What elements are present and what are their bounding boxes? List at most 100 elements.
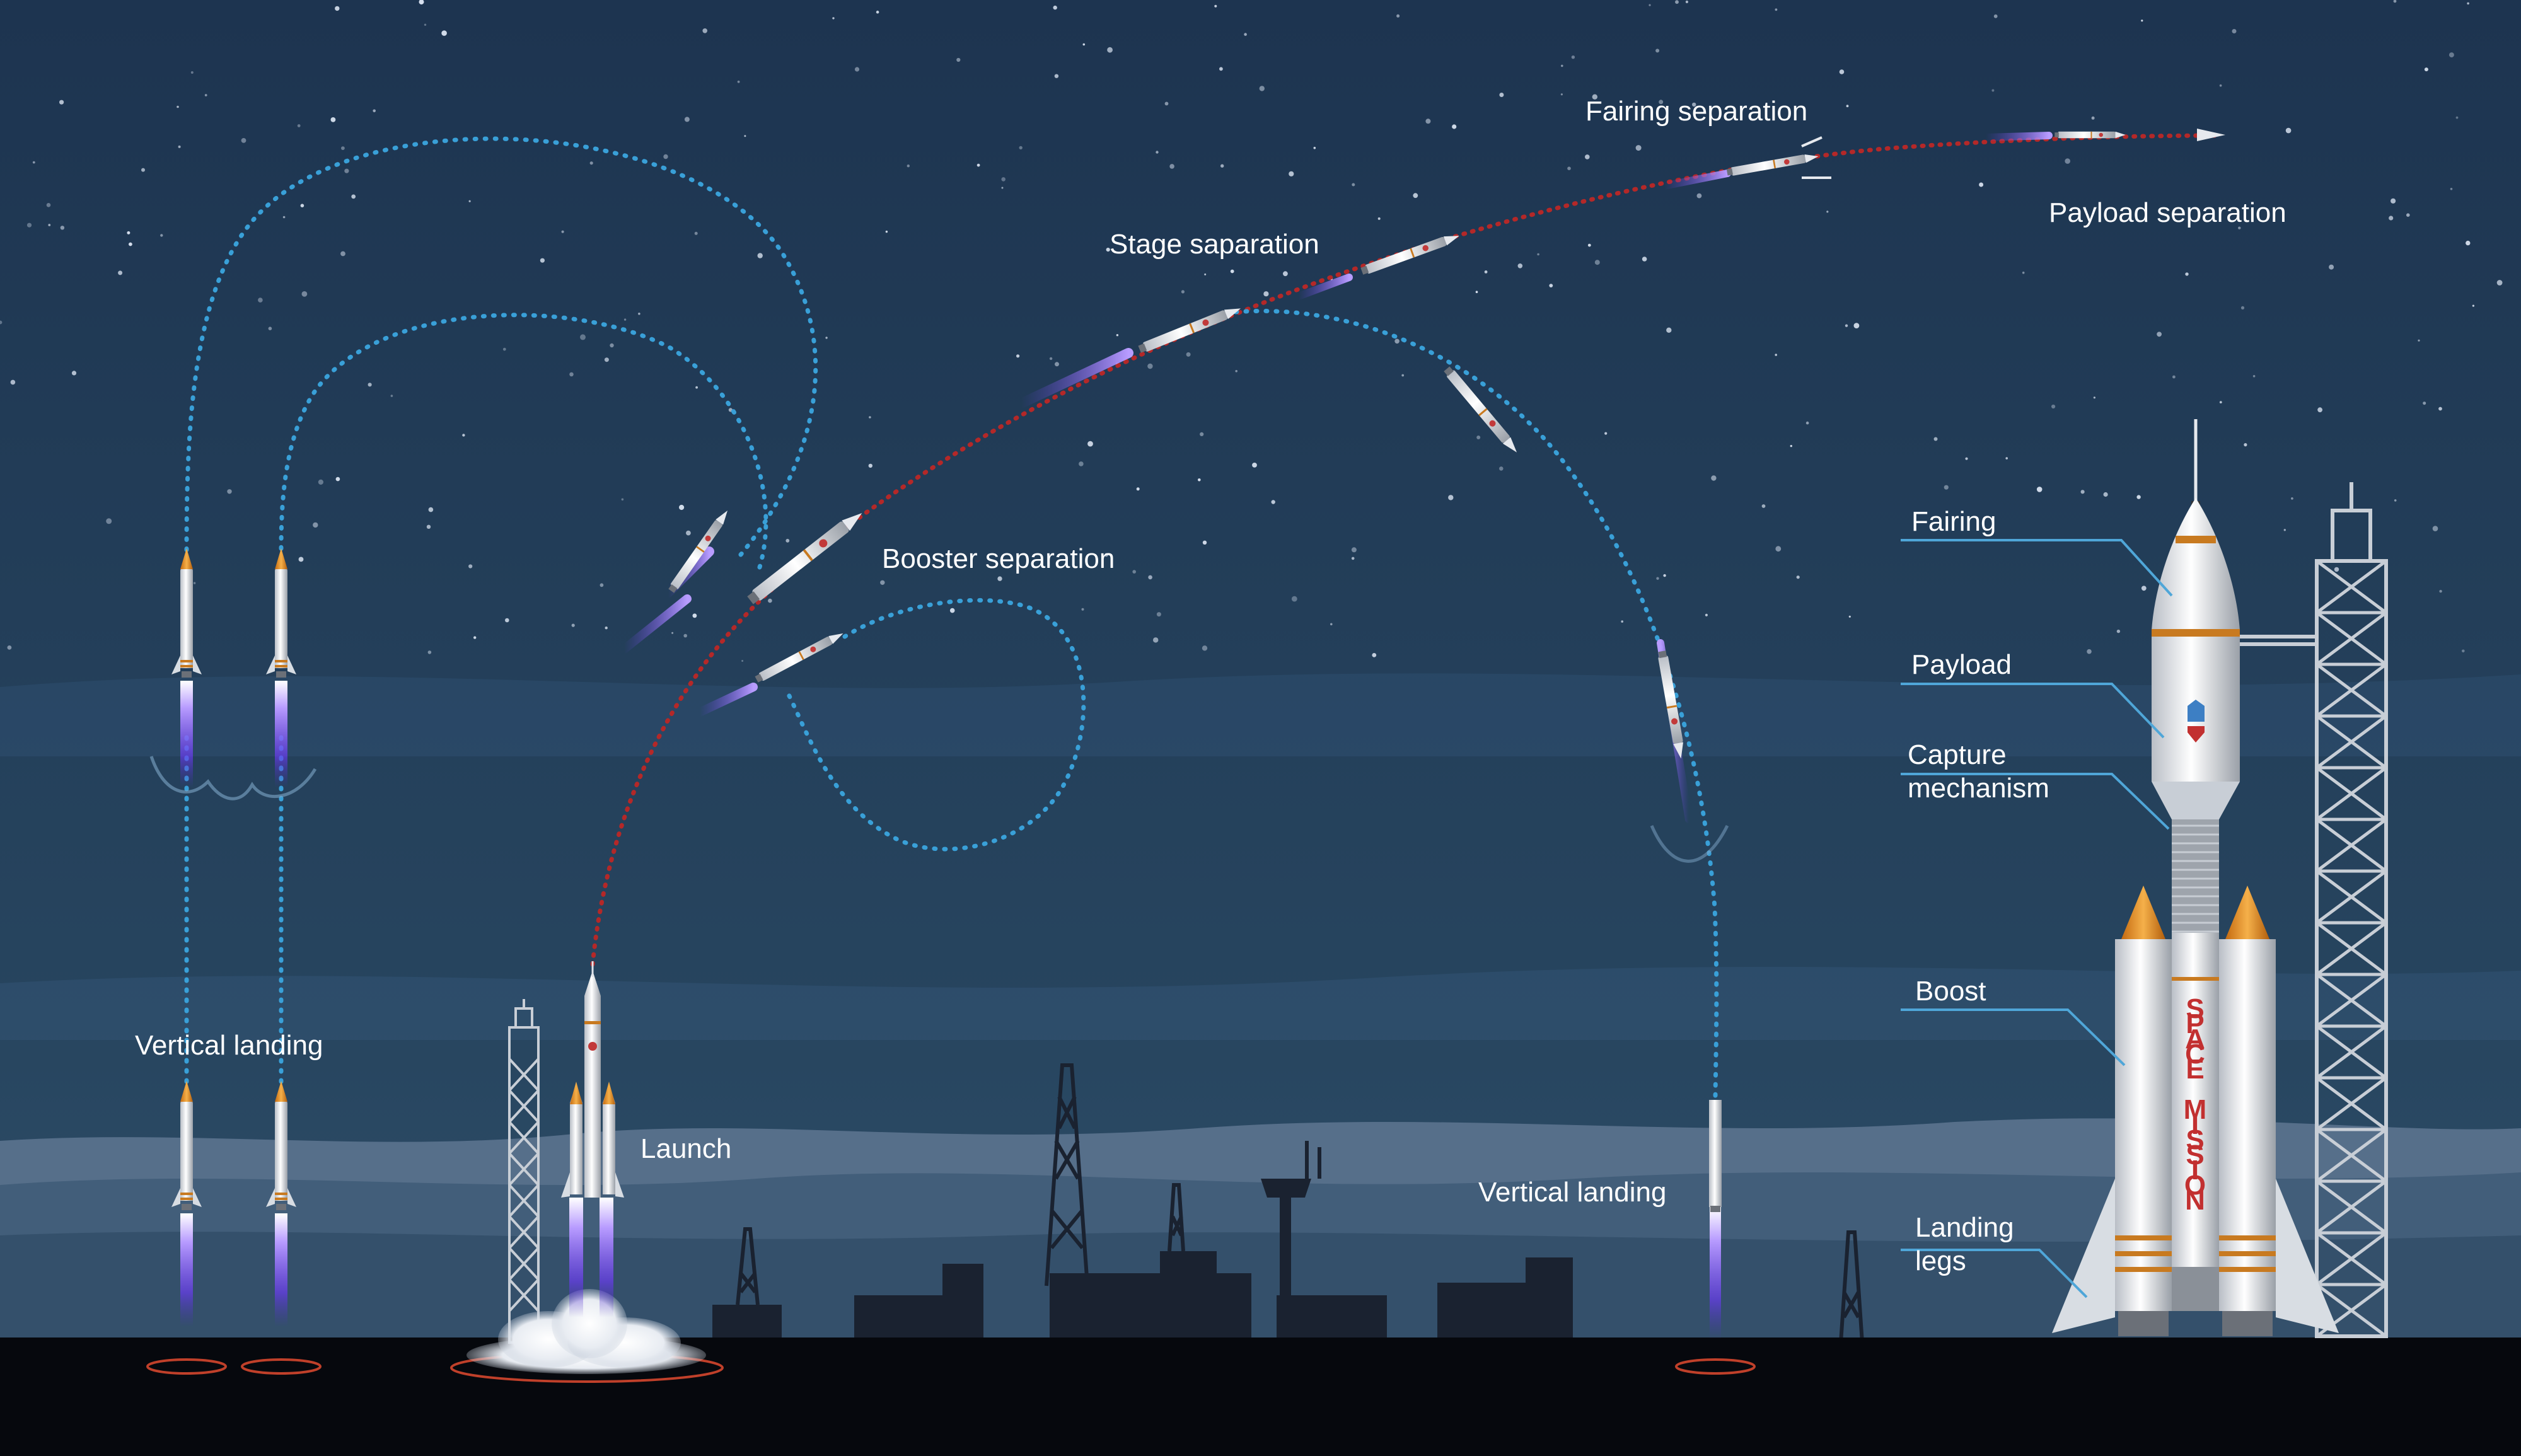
- star: [1845, 324, 1848, 327]
- star: [1136, 487, 1140, 491]
- star: [604, 357, 609, 362]
- star: [2424, 67, 2428, 72]
- star: [623, 318, 627, 321]
- star: [1649, 4, 1651, 6]
- star: [1549, 284, 1553, 287]
- star: [1685, 0, 1688, 4]
- star: [2141, 586, 2147, 591]
- star: [1198, 478, 1201, 482]
- star: [876, 10, 879, 14]
- star: [1711, 475, 1717, 481]
- star: [1448, 495, 1454, 500]
- star: [679, 504, 685, 511]
- cloud-bands: [0, 673, 2521, 1040]
- front-hills: [0, 1232, 2521, 1343]
- star: [956, 57, 961, 62]
- star: [692, 613, 697, 618]
- star: [1220, 164, 1224, 168]
- star: [1235, 370, 1237, 373]
- landing-rockets-left: [149, 548, 317, 1327]
- side-booster-left: [2052, 886, 2172, 1336]
- star: [341, 146, 345, 151]
- star: [1775, 546, 1782, 552]
- star: [2219, 84, 2222, 87]
- star: [373, 109, 376, 113]
- star: [1560, 93, 1563, 96]
- star: [949, 608, 955, 613]
- star: [1204, 273, 1207, 275]
- label-payload-separation: Payload separation: [2049, 197, 2286, 228]
- star: [351, 194, 356, 199]
- star: [1104, 553, 1108, 557]
- star: [1352, 183, 1355, 187]
- star: [2291, 497, 2293, 500]
- star: [1663, 574, 1666, 577]
- star: [1291, 596, 1297, 602]
- star: [1148, 575, 1152, 580]
- star: [335, 6, 340, 11]
- label-launch: Launch: [640, 1133, 731, 1164]
- star: [46, 203, 51, 207]
- star: [2116, 629, 2121, 633]
- side-booster-right: [2219, 886, 2339, 1336]
- star: [1642, 257, 1647, 262]
- star: [1107, 47, 1113, 53]
- star: [502, 347, 506, 351]
- star: [282, 216, 286, 219]
- star: [1053, 5, 1057, 10]
- gantry-lattice: [2315, 559, 2387, 1338]
- star: [390, 395, 393, 397]
- star: [1019, 146, 1023, 150]
- gantry-segment: [2315, 611, 2387, 666]
- star: [1181, 290, 1185, 294]
- star: [1484, 270, 1488, 274]
- star: [785, 538, 790, 543]
- star: [2496, 280, 2503, 286]
- star: [427, 650, 432, 654]
- star: [1696, 193, 1702, 199]
- star: [2317, 407, 2323, 413]
- star: [1587, 243, 1591, 247]
- star: [1761, 504, 1766, 508]
- star: [1116, 334, 1119, 337]
- star: [1186, 352, 1191, 357]
- star: [441, 30, 447, 36]
- star: [1401, 374, 1405, 377]
- star: [1594, 260, 1600, 265]
- callout-legs: legs: [1915, 1245, 1966, 1276]
- star: [832, 17, 835, 20]
- star: [1283, 271, 1288, 277]
- gantry-segment: [2315, 818, 2387, 873]
- star: [1705, 613, 1708, 616]
- star: [60, 226, 65, 230]
- star: [297, 124, 301, 127]
- star: [2080, 490, 2085, 494]
- star: [1372, 653, 1377, 657]
- star: [1259, 86, 1265, 91]
- star: [1826, 211, 1829, 213]
- star: [2093, 396, 2095, 399]
- star: [2423, 402, 2426, 405]
- star: [1848, 615, 1851, 618]
- star: [2467, 2, 2469, 5]
- star: [1604, 432, 1608, 435]
- star: [1775, 354, 1777, 356]
- star: [2136, 495, 2141, 499]
- booster-separation-rockets: [620, 507, 866, 717]
- star: [2394, 499, 2397, 502]
- star: [2172, 375, 2176, 379]
- star: [300, 204, 304, 208]
- gantry-segment: [2315, 1076, 2387, 1131]
- star: [468, 200, 471, 202]
- star: [318, 479, 323, 485]
- star: [768, 598, 772, 603]
- star: [1001, 187, 1004, 189]
- star: [2438, 407, 2442, 411]
- star: [1561, 64, 1563, 67]
- star: [2418, 339, 2420, 342]
- upper-stage: [2152, 419, 2240, 819]
- star: [1351, 547, 1357, 553]
- star: [1263, 291, 1269, 297]
- star: [869, 416, 871, 419]
- gantry-segment: [2315, 559, 2387, 615]
